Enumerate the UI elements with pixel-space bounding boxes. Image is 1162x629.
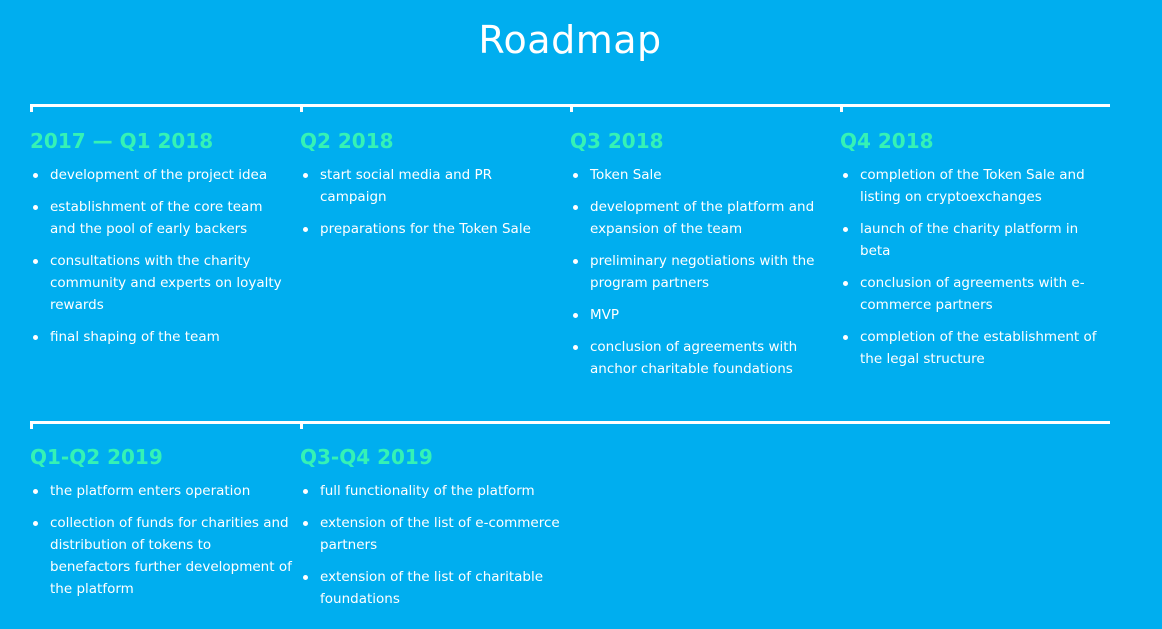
phase-item: MVP — [570, 304, 832, 326]
timeline-rule-row-2 — [30, 421, 1110, 429]
phase-item: conclusion of agreements with anchor cha… — [570, 336, 832, 380]
phase-q2-2018: Q2 2018 start social media and PR campai… — [300, 128, 562, 250]
phase-q4-2018: Q4 2018 completion of the Token Sale and… — [840, 128, 1102, 380]
phase-item: launch of the charity platform in beta — [840, 218, 1102, 262]
timeline-rule-row-1 — [30, 104, 1110, 112]
phase-item: preparations for the Token Sale — [300, 218, 562, 240]
phase-period: Q3 2018 — [570, 129, 664, 153]
phase-item: preliminary negotiations with the progra… — [570, 250, 832, 294]
phase-item: completion of the establishment of the l… — [840, 326, 1102, 370]
phase-item: development of the project idea — [30, 164, 292, 186]
timeline-tick — [570, 104, 573, 112]
phase-period: Q2 2018 — [300, 129, 394, 153]
phase-q3-2018: Q3 2018 Token Sale development of the pl… — [570, 128, 832, 390]
phase-item: full functionality of the platform — [300, 480, 562, 502]
phase-item: the platform enters operation — [30, 480, 292, 502]
phase-2017-q1-2018: 2017 — Q1 2018 development of the projec… — [30, 128, 292, 358]
phase-item: establishment of the core team and the p… — [30, 196, 292, 240]
phase-period: Q4 2018 — [840, 129, 934, 153]
page-title: Roadmap — [478, 18, 662, 62]
phase-item-list: start social media and PR campaign prepa… — [300, 164, 562, 240]
phase-item: final shaping of the team — [30, 326, 292, 348]
timeline-tick — [30, 104, 33, 112]
phase-item: completion of the Token Sale and listing… — [840, 164, 1102, 208]
phase-item-list: Token Sale development of the platform a… — [570, 164, 832, 380]
phase-item: collection of funds for charities and di… — [30, 512, 292, 600]
phase-item-list: the platform enters operation collection… — [30, 480, 292, 600]
phase-item-list: full functionality of the platform exten… — [300, 480, 562, 610]
timeline-tick — [30, 421, 33, 429]
timeline-tick — [840, 104, 843, 112]
phase-item: Token Sale — [570, 164, 832, 186]
phase-item-list: completion of the Token Sale and listing… — [840, 164, 1102, 370]
phase-q1-q2-2019: Q1-Q2 2019 the platform enters operation… — [30, 444, 292, 610]
phase-item: extension of the list of e-commerce part… — [300, 512, 562, 556]
phase-item: start social media and PR campaign — [300, 164, 562, 208]
phase-item-list: development of the project idea establis… — [30, 164, 292, 348]
phase-period: Q1-Q2 2019 — [30, 445, 163, 469]
timeline-tick — [300, 421, 303, 429]
timeline-tick — [300, 104, 303, 112]
phase-item: extension of the list of charitable foun… — [300, 566, 562, 610]
phase-item: consultations with the charity community… — [30, 250, 292, 316]
phase-period: Q3-Q4 2019 — [300, 445, 433, 469]
phase-item: development of the platform and expansio… — [570, 196, 832, 240]
phase-q3-q4-2019: Q3-Q4 2019 full functionality of the pla… — [300, 444, 562, 620]
phase-item: conclusion of agreements with e-commerce… — [840, 272, 1102, 316]
phase-period: 2017 — Q1 2018 — [30, 129, 214, 153]
